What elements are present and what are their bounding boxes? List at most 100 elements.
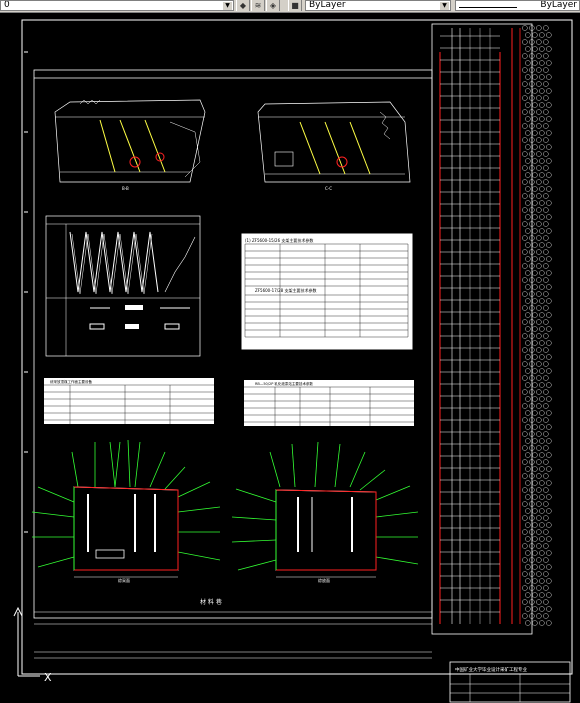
roadway-section-left: 综采面 [31,439,221,583]
rubble-stone [522,137,528,143]
layer-manager-icon[interactable]: ◆ [236,0,250,11]
rubble-stone [525,592,531,598]
rubble-stone [539,214,545,220]
rubble-stone [522,81,528,87]
ucs-x-label: X [44,671,52,684]
rubble-stone [522,487,528,493]
rubble-stone [536,95,542,101]
rubble-stone [546,312,552,318]
rubble-stone [546,298,552,304]
rubble-stone [546,158,552,164]
cad-drawing-canvas[interactable]: B-B C-C (1) ZF5600-15/26 支架主要技术参数 [0,12,580,703]
rubble-stone [522,557,528,563]
rubble-stone [539,46,545,52]
rubble-stone [532,396,538,402]
layer-state-icon[interactable]: ≋ [251,0,265,11]
rubble-stone [546,578,552,584]
rubble-stone [539,592,545,598]
rubble-stone [546,382,552,388]
rubble-stone [543,207,549,213]
rubble-stone [532,270,538,276]
color-dropdown-value: ByLayer [309,0,346,10]
color-swatch-icon[interactable]: ■ [288,0,302,11]
rubble-stone [529,95,535,101]
rubble-stone [532,116,538,122]
color-dropdown[interactable]: ByLayer ▼ [305,0,451,11]
rubble-stone [525,578,531,584]
rubble-stone [529,235,535,241]
rubble-stone [522,403,528,409]
rubble-stone [539,368,545,374]
rubble-stone [536,459,542,465]
rubble-stone [539,200,545,206]
rubble-stone [532,284,538,290]
rubble-stone [536,445,542,451]
rubble-stone [532,354,538,360]
rubble-stone [525,228,531,234]
equipment-table: 综采放顶煤工作面主要设备 [44,378,214,424]
rubble-stone [539,270,545,276]
rubble-stone [525,284,531,290]
rubble-stone [536,67,542,73]
outer-frame [21,19,573,675]
rubble-stone [522,543,528,549]
rubble-stone [532,298,538,304]
rubble-stone [543,81,549,87]
rubble-stone [536,333,542,339]
rubble-stone [525,452,531,458]
rubble-stone [532,592,538,598]
rubble-stone [546,242,552,248]
rubble-stone [522,501,528,507]
rubble-stone [546,452,552,458]
rubble-stone [536,319,542,325]
rubble-stone [522,599,528,605]
rubble-stone [522,473,528,479]
rubble-stone [543,151,549,157]
right-table-title: RB—50/2P 乳化液泵站主要技术参数 [255,381,313,386]
layer-dropdown[interactable]: 0 ▼ [0,0,234,11]
rubble-stone [543,319,549,325]
rubble-stone [522,207,528,213]
cycle-operation-diagram [45,215,201,357]
rubble-stone [532,186,538,192]
rubble-stone [543,613,549,619]
rubble-stone [532,340,538,346]
rubble-stone [546,32,552,38]
rubble-stone [525,32,531,38]
rubble-stone [525,116,531,122]
rubble-stone [543,137,549,143]
table1-title: (1) ZF5600-15/26 支架主要技术参数 [245,237,313,243]
linetype-dropdown[interactable]: ByLayer [455,0,580,11]
rubble-stone [532,578,538,584]
rubble-stone [525,242,531,248]
rubble-stone [532,326,538,332]
rubble-stone [532,74,538,80]
rubble-stone [536,123,542,129]
rubble-stone [529,613,535,619]
rubble-stone [522,25,528,31]
longwall-plan-panel [431,23,533,635]
rubble-stone [529,403,535,409]
rubble-stone [532,536,538,542]
rubble-stone [546,200,552,206]
rubble-stone [522,333,528,339]
rubble-stone [539,564,545,570]
rubble-stone [529,123,535,129]
rubble-stone [539,60,545,66]
bottom-right-caption: 综放面 [318,577,330,583]
rubble-stone [546,74,552,80]
linetype-preview [459,2,517,8]
rubble-stone [532,228,538,234]
rubble-stone [522,571,528,577]
section-c-c-drawing: C-C [257,101,411,191]
rubble-stone [532,312,538,318]
rubble-stone [546,144,552,150]
rubble-stone [522,459,528,465]
rubble-stone [522,165,528,171]
rubble-stone [529,431,535,437]
rubble-stone [532,508,538,514]
layer-prev-icon[interactable]: ◈ [266,0,280,11]
rubble-stone [529,81,535,87]
rubble-stone [522,53,528,59]
rubble-stone [529,207,535,213]
